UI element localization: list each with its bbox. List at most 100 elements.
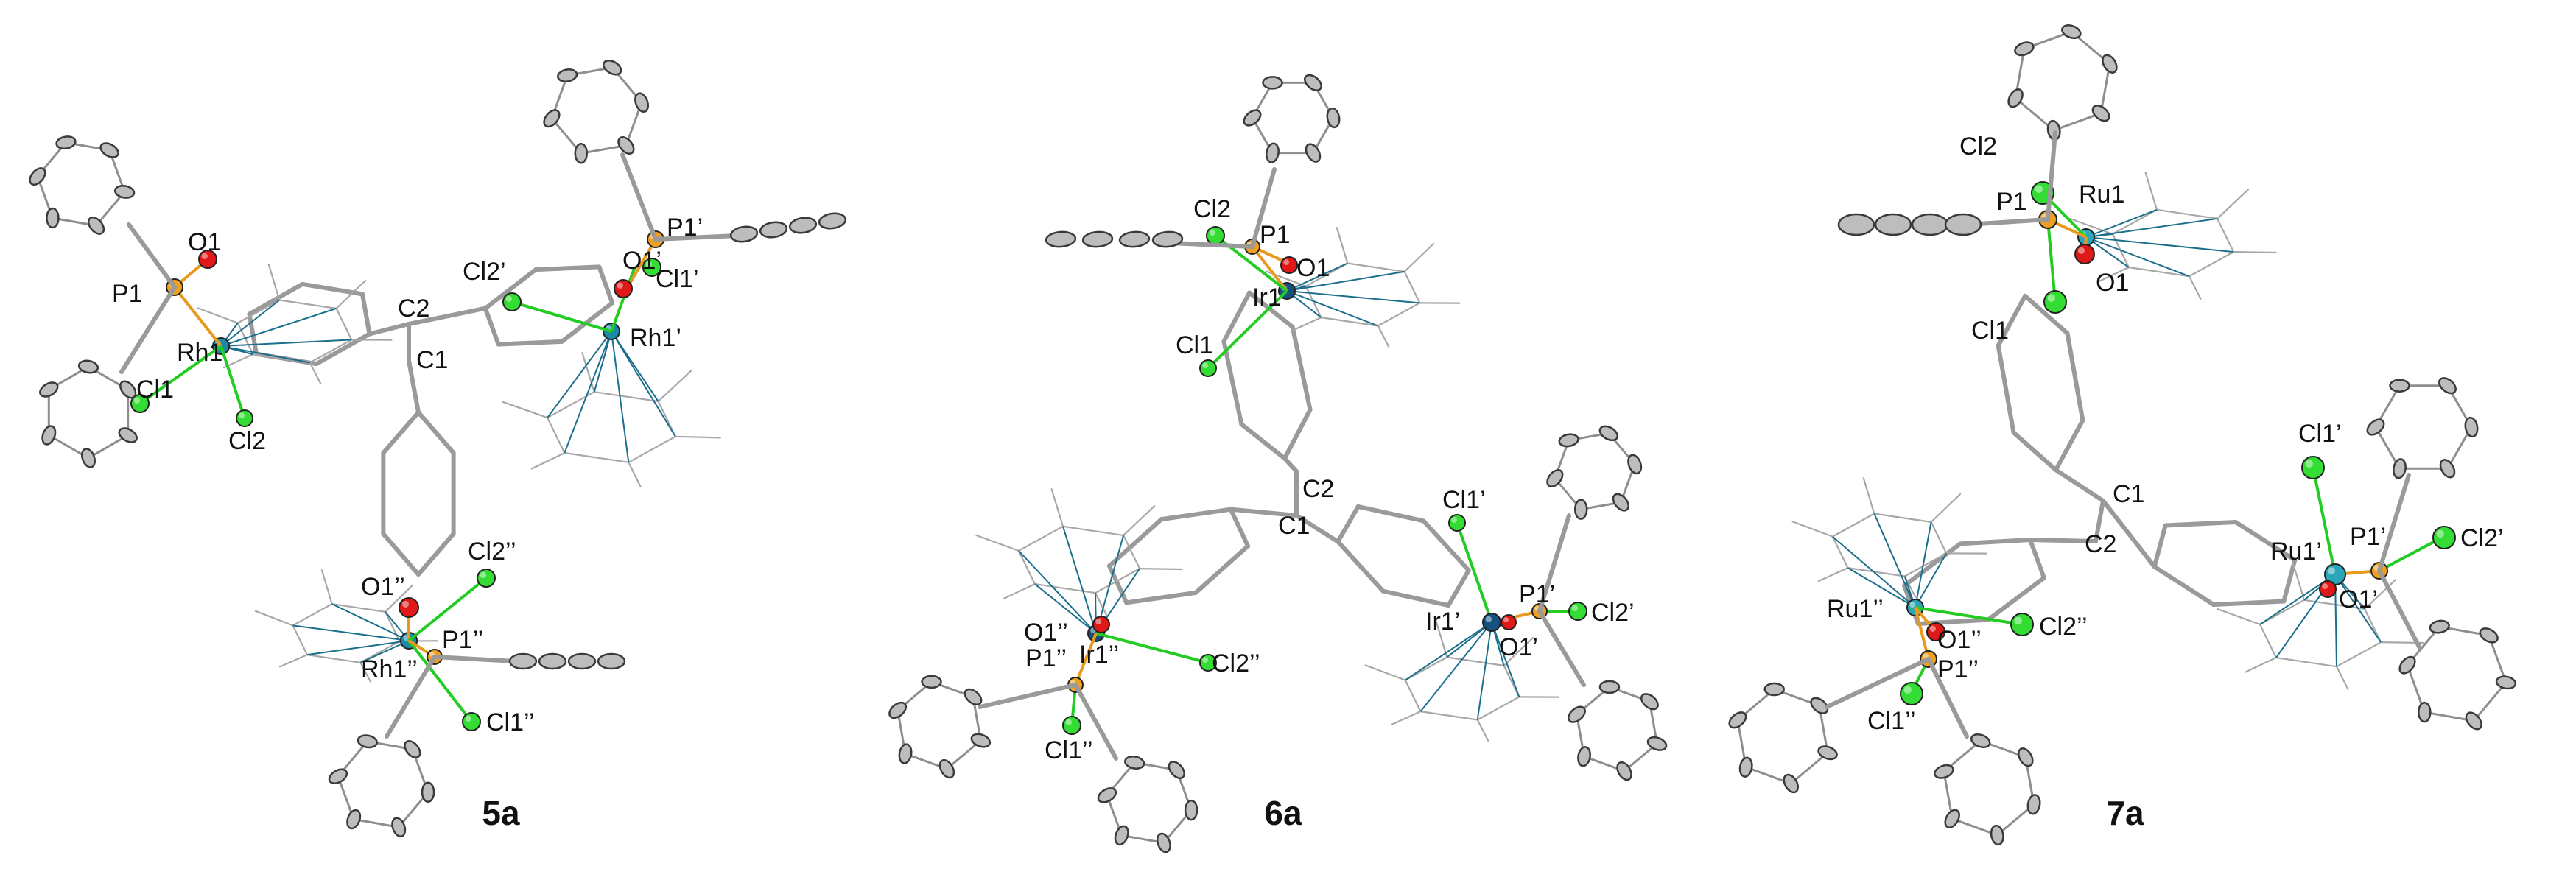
oxygen-atom — [2074, 244, 2095, 264]
carbon-ellipsoid — [1184, 799, 1198, 821]
carbon-ellipsoid — [1874, 213, 1912, 236]
atom-label-rh1: Rh1 — [177, 339, 222, 367]
oxygen-atom — [614, 279, 633, 298]
aryl-bond — [1958, 538, 2033, 546]
arene-bond — [1033, 582, 1097, 594]
p-c-bond — [2046, 130, 2057, 222]
arene-bond — [1017, 549, 1036, 585]
aryl-bond — [1985, 575, 2046, 622]
atom-label-c2: C2 — [398, 295, 429, 323]
carbon-ellipsoid — [2007, 88, 2024, 108]
carbon-ellipsoid — [1326, 107, 1341, 129]
oxygen-atom — [1280, 256, 1298, 274]
chlorine-atom — [642, 258, 661, 277]
carbon-ellipsoid — [1612, 493, 1629, 512]
carbon-ellipsoid — [2465, 711, 2482, 731]
aryl-bond — [1282, 407, 1313, 461]
metal-arene-bond — [593, 331, 612, 393]
aryl-bond — [359, 292, 372, 337]
metal-arene-bond — [611, 331, 676, 437]
aryl-bond — [1239, 422, 1287, 461]
atom-label-c1: C1 — [2113, 480, 2144, 508]
atom-label-p1pp: P1’’ — [1025, 644, 1067, 672]
carbon-ellipsoid — [2479, 627, 2499, 644]
carbon-ellipsoid — [1640, 693, 1659, 711]
arene-bond — [309, 339, 353, 364]
carbon-ellipsoid — [118, 427, 138, 443]
methyl-bond — [1503, 636, 1534, 666]
carbon-ellipsoid — [1305, 143, 1322, 163]
metal-arene-bond — [1873, 513, 1916, 608]
atom-label-o1p: O1’ — [1499, 633, 1538, 661]
panel-7a: Cl2Ru1P1O1Cl1C1C2Cl1’Ru1’P1’Cl2’O1’Ru1’’… — [1728, 24, 2517, 846]
p-c-bond — [385, 655, 437, 739]
aryl-bond — [2281, 557, 2298, 604]
arene-bond — [292, 624, 309, 656]
methyl-bond — [628, 461, 642, 487]
arene-bond — [2335, 641, 2382, 668]
carbon-ellipsoid — [1990, 824, 2004, 846]
metal-arene-bond — [1915, 552, 1948, 608]
carbon-ellipsoid — [2061, 24, 2082, 40]
aryl-bond — [2211, 599, 2287, 608]
aryl-bond — [1380, 588, 1451, 608]
chlorine-atom — [1900, 682, 1923, 705]
metal-arene-bond — [611, 331, 659, 402]
c2-aryl-bond — [367, 322, 411, 337]
methyl-bond — [1123, 505, 1156, 537]
methyl-bond — [2292, 562, 2306, 601]
carbon-ellipsoid — [1118, 230, 1151, 248]
methyl-bond — [2096, 266, 2130, 283]
oxygen-atom — [198, 250, 217, 269]
compound-label: 5a — [482, 794, 520, 832]
atom-label-ir1: Ir1 — [1252, 284, 1282, 311]
carbon-ellipsoid — [328, 768, 348, 784]
carbon-ellipsoid — [1262, 76, 1283, 90]
methyl-bond — [254, 610, 294, 627]
arene-bond — [1404, 679, 1422, 713]
carbon-ellipsoid — [538, 652, 567, 670]
carbon-ellipsoid — [603, 59, 622, 76]
atom-label-c2: C2 — [2085, 530, 2116, 558]
carbon-ellipsoid — [508, 652, 538, 670]
arene-bond — [1403, 270, 1421, 304]
carbon-ellipsoid — [788, 217, 818, 234]
atom-label-cl2: Cl2 — [228, 427, 266, 455]
carbon-ellipsoid — [1546, 469, 1564, 488]
carbon-ellipsoid — [1817, 745, 1838, 761]
carbon-ellipsoid — [574, 143, 589, 164]
carbon-ellipsoid — [87, 216, 105, 235]
metal-arene-bond — [220, 345, 310, 364]
methyl-bond — [1336, 227, 1349, 264]
carbon-ellipsoid — [1598, 425, 1619, 442]
carbon-ellipsoid — [2026, 794, 2041, 815]
chlorine-atom — [1199, 359, 1217, 377]
oxygen-atom — [1092, 616, 1110, 633]
ir-p-bond — [1251, 245, 1288, 292]
carbon-ellipsoid — [2018, 747, 2034, 767]
atom-label-cl2: Cl2 — [1959, 133, 1997, 161]
carbon-ellipsoid — [888, 701, 908, 719]
carbon-ellipsoid — [1114, 825, 1129, 846]
rh-cl-bond — [610, 266, 636, 332]
aryl-bond — [1290, 324, 1313, 412]
carbon-ellipsoid — [1097, 787, 1117, 803]
carbon-ellipsoid — [1934, 764, 1954, 779]
c1-aryl-bond — [407, 359, 421, 415]
aryl-bond — [1193, 543, 1251, 595]
carbon-ellipsoid — [81, 448, 96, 468]
carbon-ellipsoid — [1156, 832, 1171, 853]
p-c-bond — [2377, 569, 2422, 650]
aryl-bond — [559, 300, 615, 344]
atom-label-c1: C1 — [416, 346, 448, 374]
carbon-ellipsoid — [346, 809, 362, 830]
ring-bond — [2473, 681, 2507, 722]
p-cl-bond — [2379, 536, 2443, 572]
arene-bond — [2217, 217, 2235, 253]
atom-label-ir1p: Ir1’ — [1425, 608, 1460, 636]
arene-bond — [2188, 250, 2235, 278]
metal-arene-bond — [1405, 622, 1492, 681]
compound-label: 6a — [1264, 794, 1302, 832]
carbon-ellipsoid — [39, 381, 59, 398]
methyl-bond — [530, 451, 566, 470]
